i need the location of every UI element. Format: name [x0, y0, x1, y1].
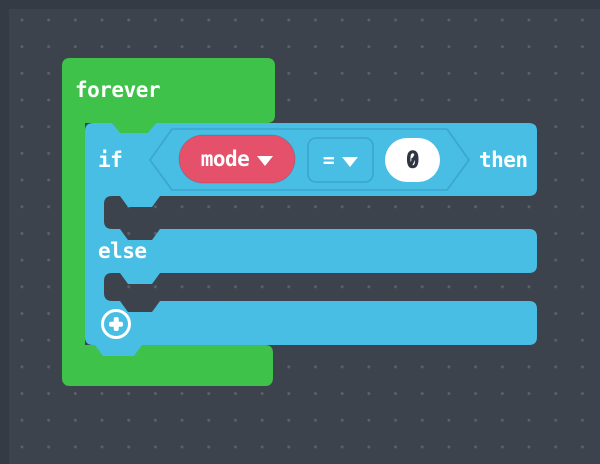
operator-dropdown[interactable]: = — [308, 138, 373, 182]
expand-if-plus-icon[interactable] — [101, 309, 131, 339]
chevron-down-icon — [342, 156, 359, 167]
forever-block-shape[interactable] — [62, 58, 275, 386]
chevron-down-icon — [257, 155, 274, 166]
condition-hexagon-slot — [149, 128, 470, 191]
if-label: if — [98, 148, 123, 172]
mode-dropdown-bg[interactable] — [178, 134, 296, 184]
then-label: then — [479, 148, 528, 172]
mode-dropdown-label: mode — [200, 147, 250, 171]
forever-block-label: forever — [75, 78, 161, 102]
number-field[interactable]: 0 — [385, 138, 440, 182]
operator-dropdown-label: = — [322, 148, 335, 172]
mode-dropdown[interactable]: mode — [179, 135, 295, 183]
operator-dropdown-bg[interactable] — [307, 137, 374, 183]
else-label: else — [98, 239, 147, 263]
